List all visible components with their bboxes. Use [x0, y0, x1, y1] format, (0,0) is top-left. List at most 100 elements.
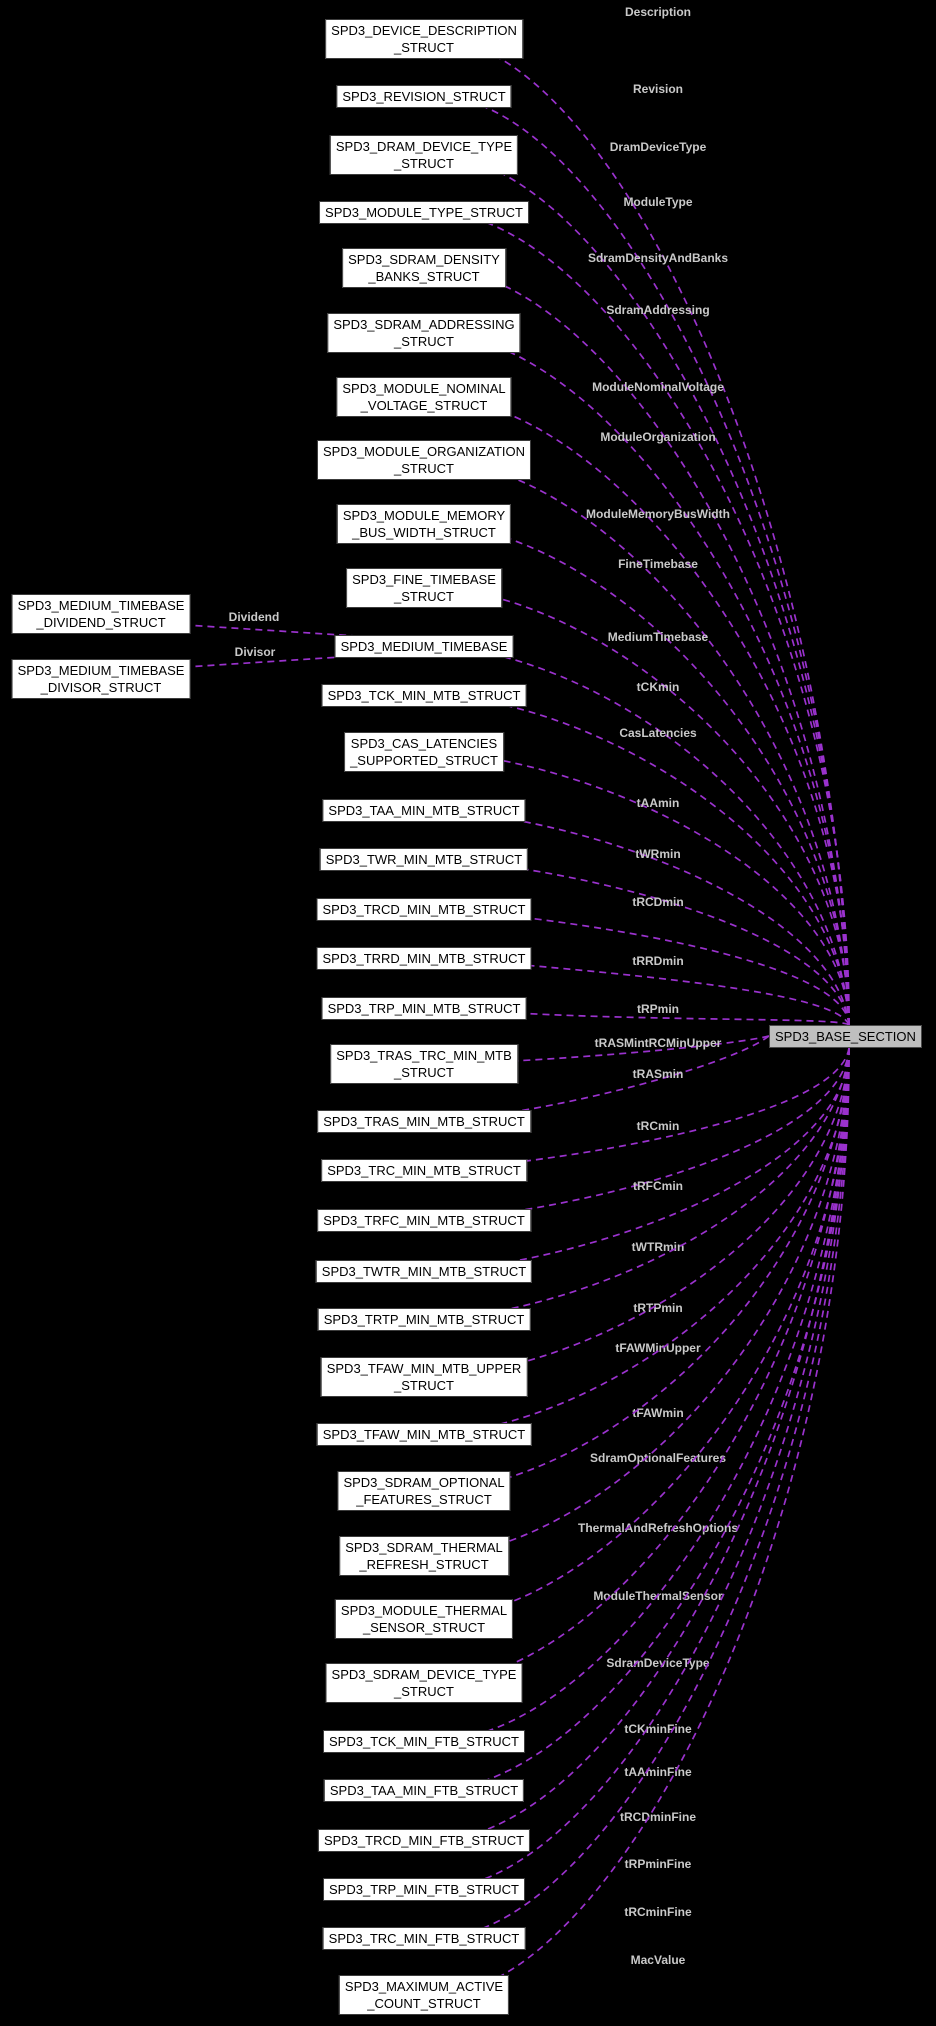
node-label-line: SPD3_MODULE_MEMORY: [342, 508, 506, 523]
edge-label-ModuleOrganization: ModuleOrganization: [600, 430, 715, 444]
node-label-line: SPD3_TRC_MIN_FTB_STRUCT: [328, 1931, 520, 1946]
node-label-line: SPD3_TRAS_MIN_MTB_STRUCT: [323, 1114, 525, 1129]
node-label-line: _BANKS_STRUCT: [368, 269, 480, 284]
node-SPD3_TRAS_TRC_MIN_MTB_STRUCT[interactable]: SPD3_TRAS_TRC_MIN_MTB_STRUCT: [330, 1044, 518, 1084]
node-SPD3_TRFC_MIN_MTB_STRUCT[interactable]: SPD3_TRFC_MIN_MTB_STRUCT: [317, 1209, 531, 1232]
edge-label-FineTimebase: FineTimebase: [618, 557, 698, 571]
edge-tCKminFine: [443, 1047, 850, 1742]
node-SPD3_MODULE_NOMINAL_VOLTAGE_STRUCT[interactable]: SPD3_MODULE_NOMINAL_VOLTAGE_STRUCT: [336, 377, 512, 417]
edge-SdramAddressing: [443, 332, 850, 1026]
node-SPD3_TFAW_MIN_MTB_STRUCT[interactable]: SPD3_TFAW_MIN_MTB_STRUCT: [316, 1423, 532, 1446]
node-SPD3_MAXIMUM_ACTIVE_COUNT_STRUCT[interactable]: SPD3_MAXIMUM_ACTIVE_COUNT_STRUCT: [338, 1975, 510, 2015]
node-SPD3_CAS_LATENCIES_SUPPORTED_STRUCT[interactable]: SPD3_CAS_LATENCIES_SUPPORTED_STRUCT: [344, 732, 504, 772]
node-SPD3_TRC_MIN_FTB_STRUCT[interactable]: SPD3_TRC_MIN_FTB_STRUCT: [322, 1927, 526, 1950]
node-label-line: SPD3_SDRAM_DEVICE_TYPE: [331, 1667, 517, 1682]
node-label-line: _DIVISOR_STRUCT: [40, 680, 162, 695]
node-SPD3_FINE_TIMEBASE_STRUCT[interactable]: SPD3_FINE_TIMEBASE_STRUCT: [346, 568, 502, 608]
edge-label-tRASMintRCMinUpper: tRASMintRCMinUpper: [595, 1036, 722, 1050]
edge-label-tWRmin: tWRmin: [635, 847, 680, 861]
node-SPD3_TFAW_MIN_MTB_UPPER_STRUCT[interactable]: SPD3_TFAW_MIN_MTB_UPPER_STRUCT: [320, 1357, 528, 1397]
node-label-line: SPD3_TRTP_MIN_MTB_STRUCT: [323, 1312, 525, 1327]
node-SPD3_SDRAM_DEVICE_TYPE_STRUCT[interactable]: SPD3_SDRAM_DEVICE_TYPE_STRUCT: [325, 1663, 523, 1703]
node-SPD3_MEDIUM_TIMEBASE[interactable]: SPD3_MEDIUM_TIMEBASE: [334, 635, 514, 658]
node-label-line: SPD3_SDRAM_THERMAL: [345, 1540, 503, 1555]
node-label-line: _SENSOR_STRUCT: [362, 1620, 486, 1635]
node-label-line: SPD3_TAA_MIN_MTB_STRUCT: [328, 803, 520, 818]
node-SPD3_MEDIUM_TIMEBASE_DIVISOR_STRUCT[interactable]: SPD3_MEDIUM_TIMEBASE_DIVISOR_STRUCT: [11, 659, 191, 699]
node-label-line: SPD3_FINE_TIMEBASE: [352, 572, 496, 587]
node-SPD3_TWTR_MIN_MTB_STRUCT[interactable]: SPD3_TWTR_MIN_MTB_STRUCT: [315, 1260, 533, 1283]
node-label-line: SPD3_TRCD_MIN_FTB_STRUCT: [323, 1833, 525, 1848]
edge-label-tRCDminFine: tRCDminFine: [620, 1810, 696, 1824]
edge-label-tWTRmin: tWTRmin: [632, 1240, 685, 1254]
node-label-line: _STRUCT: [394, 461, 454, 476]
node-label-line: SPD3_MEDIUM_TIMEBASE: [17, 598, 185, 613]
edge-FineTimebase: [443, 587, 850, 1026]
node-SPD3_DEVICE_DESCRIPTION_STRUCT[interactable]: SPD3_DEVICE_DESCRIPTION_STRUCT: [325, 19, 523, 59]
node-SPD3_SDRAM_ADDRESSING_STRUCT[interactable]: SPD3_SDRAM_ADDRESSING_STRUCT: [327, 313, 521, 353]
node-SPD3_TRCD_MIN_FTB_STRUCT[interactable]: SPD3_TRCD_MIN_FTB_STRUCT: [317, 1829, 531, 1852]
node-SPD3_TRP_MIN_MTB_STRUCT[interactable]: SPD3_TRP_MIN_MTB_STRUCT: [321, 997, 527, 1020]
node-SPD3_MODULE_TYPE_STRUCT[interactable]: SPD3_MODULE_TYPE_STRUCT: [319, 201, 529, 224]
edge-label-tRPmin: tRPmin: [637, 1002, 679, 1016]
edge-label-Divisor: Divisor: [235, 645, 276, 659]
edge-label-DramDeviceType: DramDeviceType: [610, 140, 707, 154]
node-SPD3_TCK_MIN_MTB_STRUCT[interactable]: SPD3_TCK_MIN_MTB_STRUCT: [321, 684, 527, 707]
edge-label-tRCminFine: tRCminFine: [624, 1905, 692, 1919]
node-SPD3_SDRAM_THERMAL_REFRESH_STRUCT[interactable]: SPD3_SDRAM_THERMAL _REFRESH_STRUCT: [339, 1536, 509, 1576]
node-SPD3_TRRD_MIN_MTB_STRUCT[interactable]: SPD3_TRRD_MIN_MTB_STRUCT: [316, 947, 532, 970]
node-label-line: SPD3_MODULE_ORGANIZATION: [322, 444, 526, 459]
edge-SdramDensityAndBanks: [443, 267, 850, 1026]
node-label-line: SPD3_TRP_MIN_FTB_STRUCT: [329, 1882, 519, 1897]
node-SPD3_MODULE_THERMAL_SENSOR_STRUCT[interactable]: SPD3_MODULE_THERMAL _SENSOR_STRUCT: [334, 1599, 514, 1639]
node-SPD3_TWR_MIN_MTB_STRUCT[interactable]: SPD3_TWR_MIN_MTB_STRUCT: [319, 848, 529, 871]
edge-tRTPmin: [443, 1047, 850, 1320]
node-SPD3_MODULE_ORGANIZATION_STRUCT[interactable]: SPD3_MODULE_ORGANIZATION _STRUCT: [316, 440, 532, 480]
node-SPD3_TRC_MIN_MTB_STRUCT[interactable]: SPD3_TRC_MIN_MTB_STRUCT: [321, 1159, 527, 1182]
node-label-line: SPD3_MODULE_NOMINAL: [342, 381, 506, 396]
edge-ModuleMemoryBusWidth: [443, 523, 850, 1026]
node-label-line: SPD3_TRFC_MIN_MTB_STRUCT: [323, 1213, 525, 1228]
edge-label-tRPminFine: tRPminFine: [625, 1857, 692, 1871]
node-label-line: SPD3_TCK_MIN_FTB_STRUCT: [329, 1734, 519, 1749]
edge-label-tAAminFine: tAAminFine: [624, 1765, 692, 1779]
node-SPD3_TRCD_MIN_MTB_STRUCT[interactable]: SPD3_TRCD_MIN_MTB_STRUCT: [316, 898, 532, 921]
node-label-line: SPD3_SDRAM_DENSITY: [348, 252, 500, 267]
node-label-line: _STRUCT: [394, 40, 454, 55]
node-label-line: SPD3_TWTR_MIN_MTB_STRUCT: [321, 1264, 527, 1279]
edge-label-SdramAddressing: SdramAddressing: [606, 303, 709, 317]
node-SPD3_TCK_MIN_FTB_STRUCT[interactable]: SPD3_TCK_MIN_FTB_STRUCT: [323, 1730, 525, 1753]
edge-SdramDeviceType: [443, 1047, 850, 1684]
node-SPD3_DRAM_DEVICE_TYPE_STRUCT[interactable]: SPD3_DRAM_DEVICE_TYPE_STRUCT: [329, 135, 519, 175]
node-SPD3_TRAS_MIN_MTB_STRUCT[interactable]: SPD3_TRAS_MIN_MTB_STRUCT: [317, 1110, 531, 1133]
node-SPD3_TAA_MIN_FTB_STRUCT[interactable]: SPD3_TAA_MIN_FTB_STRUCT: [323, 1779, 525, 1802]
node-SPD3_MEDIUM_TIMEBASE_DIVIDEND_STRUCT[interactable]: SPD3_MEDIUM_TIMEBASE _DIVIDEND_STRUCT: [11, 594, 191, 634]
edge-label-tFAWmin: tFAWmin: [632, 1406, 683, 1420]
node-label-line: SPD3_TFAW_MIN_MTB_STRUCT: [322, 1427, 526, 1442]
edge-Description: [443, 38, 850, 1026]
node-label-line: SPD3_MODULE_THERMAL: [340, 1603, 508, 1618]
node-label-line: _DIVIDEND_STRUCT: [36, 615, 166, 630]
node-SPD3_REVISION_STRUCT[interactable]: SPD3_REVISION_STRUCT: [336, 85, 512, 108]
node-SPD3_BASE_SECTION: SPD3_BASE_SECTION: [769, 1025, 922, 1048]
edge-label-SdramOptionalFeatures: SdramOptionalFeatures: [590, 1451, 726, 1465]
node-SPD3_SDRAM_OPTIONAL_FEATURES_STRUCT[interactable]: SPD3_SDRAM_OPTIONAL_FEATURES_STRUCT: [337, 1471, 511, 1511]
node-label-line: _STRUCT: [394, 334, 454, 349]
base-node-label: SPD3_BASE_SECTION: [775, 1029, 916, 1044]
node-SPD3_SDRAM_DENSITY_BANKS_STRUCT[interactable]: SPD3_SDRAM_DENSITY _BANKS_STRUCT: [342, 248, 506, 288]
edge-label-SdramDeviceType: SdramDeviceType: [606, 1656, 709, 1670]
edge-label-CasLatencies: CasLatencies: [619, 726, 697, 740]
edge-label-ModuleMemoryBusWidth: ModuleMemoryBusWidth: [586, 507, 730, 521]
node-label-line: _REFRESH_STRUCT: [359, 1557, 489, 1572]
node-label-line: _FEATURES_STRUCT: [356, 1492, 492, 1507]
node-SPD3_MODULE_MEMORY_BUS_WIDTH_STRUCT[interactable]: SPD3_MODULE_MEMORY_BUS_WIDTH_STRUCT: [336, 504, 512, 544]
node-label-line: _STRUCT: [394, 1065, 454, 1080]
node-label-line: SPD3_REVISION_STRUCT: [342, 89, 506, 104]
edge-label-tRCDmin: tRCDmin: [632, 895, 683, 909]
node-SPD3_TAA_MIN_MTB_STRUCT[interactable]: SPD3_TAA_MIN_MTB_STRUCT: [322, 799, 526, 822]
edge-label-tFAWMinUpper: tFAWMinUpper: [615, 1341, 701, 1355]
node-SPD3_TRTP_MIN_MTB_STRUCT[interactable]: SPD3_TRTP_MIN_MTB_STRUCT: [317, 1308, 531, 1331]
edge-ModuleOrganization: [443, 459, 850, 1026]
node-SPD3_TRP_MIN_FTB_STRUCT[interactable]: SPD3_TRP_MIN_FTB_STRUCT: [323, 1878, 525, 1901]
